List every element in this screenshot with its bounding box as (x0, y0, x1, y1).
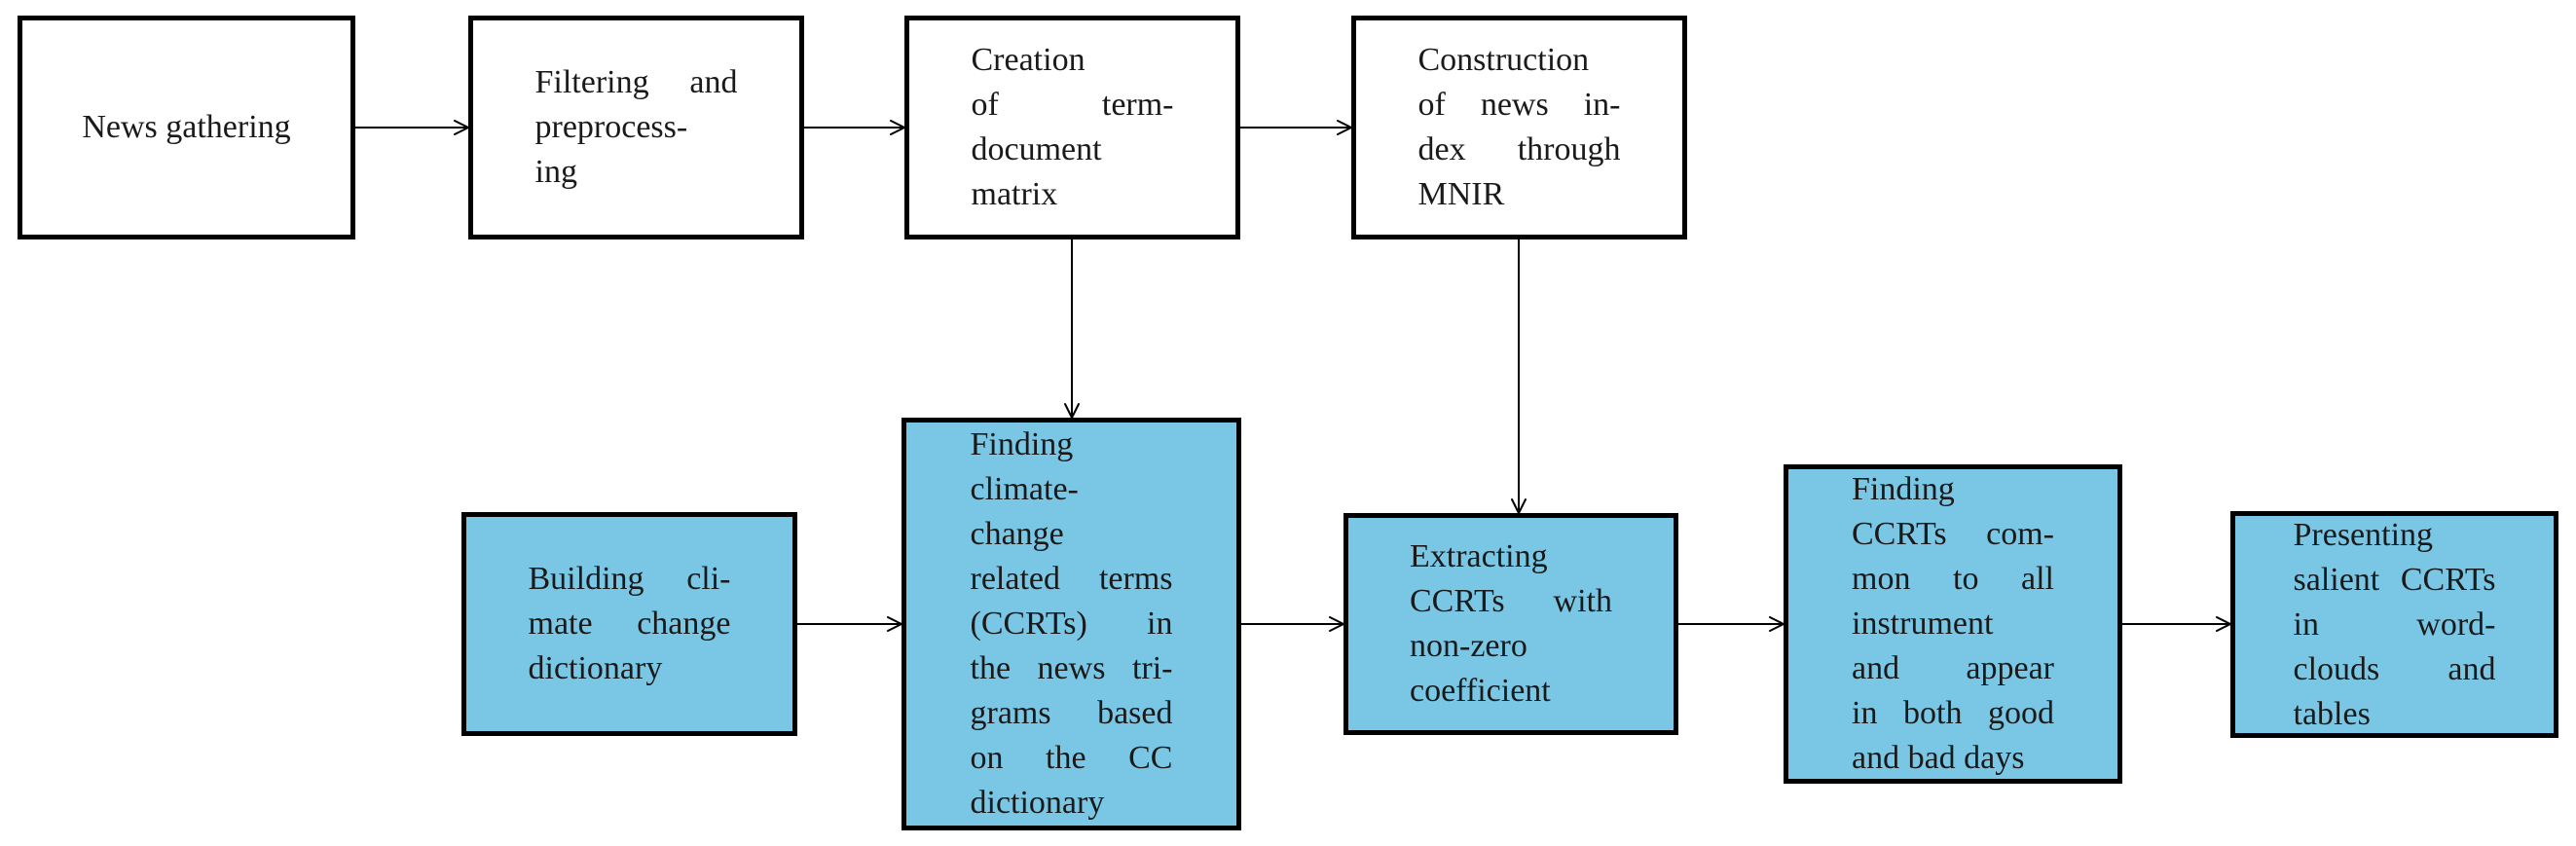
text-line: of news in- (1417, 87, 1621, 123)
text-line: in both good (1852, 695, 2054, 731)
node-term-document-matrix: Creation of term-document matrix (904, 16, 1240, 239)
text-line: on the CC (970, 740, 1173, 776)
node-presenting-ccrts: Presenting salient CCRTs in word-clouds an… (2230, 511, 2558, 738)
node-label: Building cli-mate change dictionary (529, 557, 731, 691)
text-line: and bad days (1852, 740, 2025, 776)
edges-group (355, 120, 2231, 632)
text-line: preprocess- (534, 109, 688, 145)
node-label: News gathering (82, 105, 290, 150)
text-line: Presenting (2293, 516, 2434, 553)
text-line: matrix (971, 176, 1058, 212)
text-line: the news tri- (970, 650, 1173, 686)
text-line: Creation (971, 42, 1086, 78)
text-line: dex through (1417, 131, 1621, 167)
text-line: (CCRTs) in (970, 606, 1173, 642)
text-line: change (970, 516, 1064, 552)
text-line: climate- (970, 471, 1079, 507)
text-line: Finding (1852, 471, 1955, 507)
text-line: and appear (1852, 650, 2054, 686)
text-line: mon to all (1852, 561, 2054, 597)
text-line: in word- (2293, 606, 2496, 643)
text-line: MNIR (1417, 176, 1505, 212)
node-finding-ccrts: Finding climate-change related terms (CCRTs… (902, 418, 1241, 830)
node-cc-dictionary: Building cli-mate change dictionary (461, 512, 797, 736)
text-line: salient CCRTs (2293, 561, 2496, 598)
text-line: tables (2293, 695, 2371, 732)
text-line: Construction (1417, 42, 1590, 78)
text-line: Filtering and (534, 64, 738, 100)
text-line: coefficient (1410, 673, 1551, 709)
node-label: Creation of term-document matrix (972, 38, 1174, 217)
node-label: Filtering and preprocess-ing (535, 60, 738, 195)
text-line: Extracting (1410, 538, 1548, 574)
text-line: non-zero (1410, 628, 1527, 664)
text-line: Building cli- (528, 561, 731, 597)
node-label: Finding climate-change related terms (CCRTs… (971, 423, 1173, 826)
text-line: CCRTs with (1410, 583, 1612, 619)
text-line: ing (534, 154, 577, 190)
text-line: of term- (971, 87, 1174, 123)
node-filtering-preprocessing: Filtering and preprocess-ing (468, 16, 804, 239)
text-line: related terms (970, 561, 1173, 597)
text-line: dictionary (528, 650, 663, 686)
node-news-gathering: News gathering (18, 16, 355, 239)
node-label: Presenting salient CCRTs in word-clouds an… (2294, 513, 2496, 737)
text-line: mate change (528, 606, 731, 642)
text-line: instrument (1852, 606, 1994, 642)
text-line: dictionary (970, 785, 1105, 821)
text-line: News gathering (82, 109, 291, 145)
text-line: CCRTs com- (1852, 516, 2054, 552)
text-line: clouds and (2293, 650, 2496, 687)
text-line: grams based (970, 695, 1173, 731)
text-line: Finding (970, 426, 1074, 462)
text-line: document (971, 131, 1102, 167)
